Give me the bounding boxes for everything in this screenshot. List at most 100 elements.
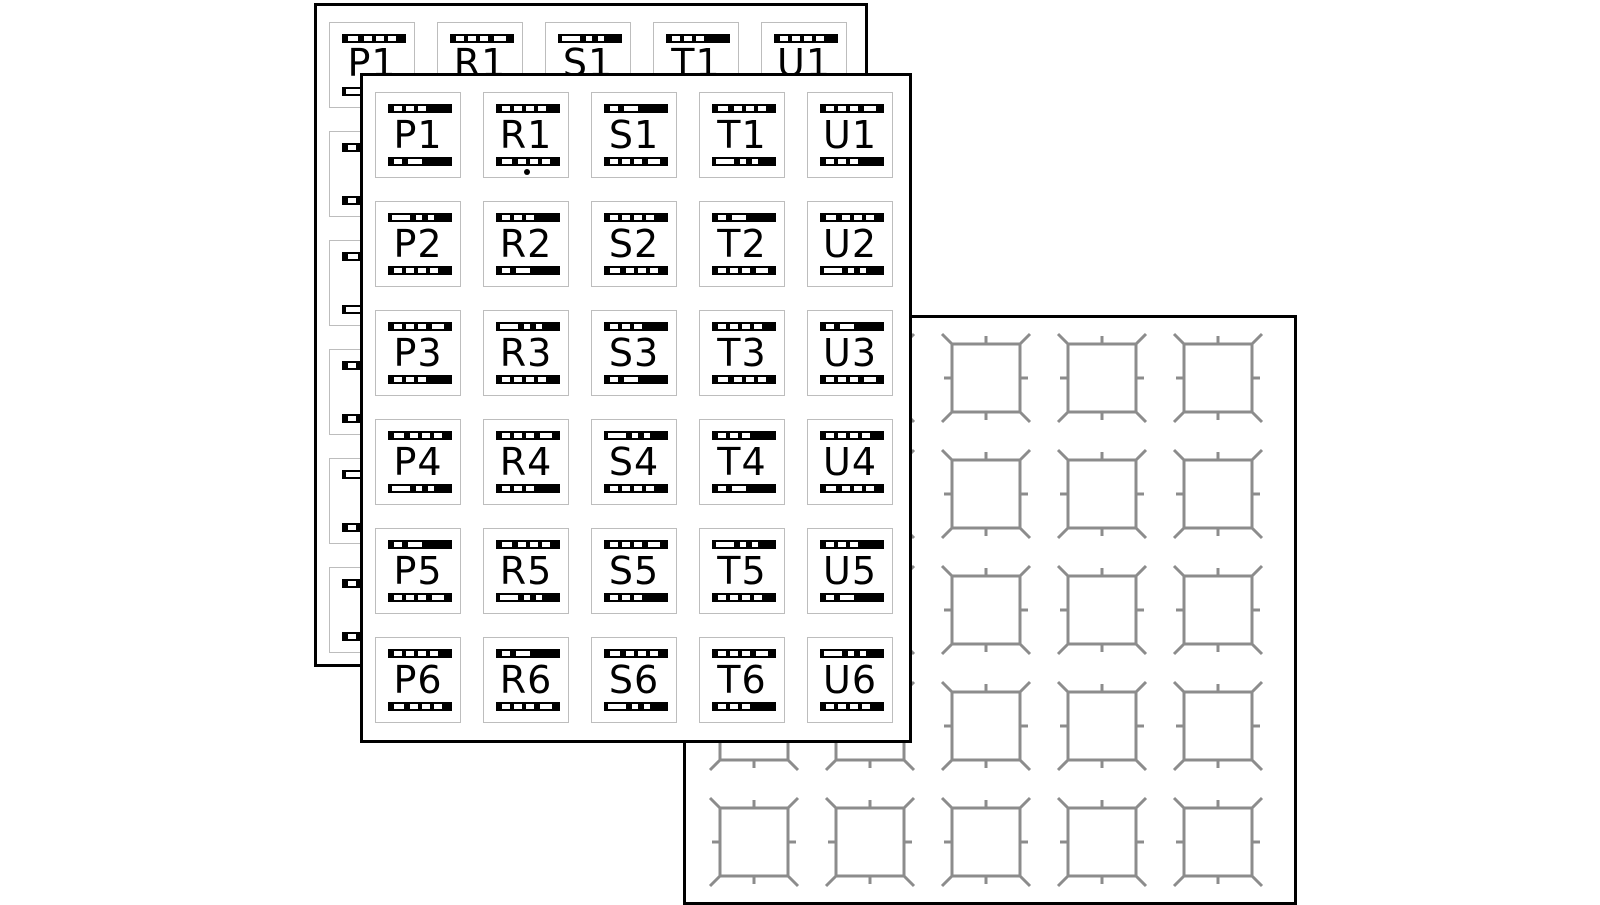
label-code-bar [496,104,560,113]
label-code-bar [712,213,776,222]
label-text: U2 [823,222,877,266]
label-text: S1 [608,113,660,157]
label-tile[interactable]: S6 [591,637,677,723]
empty-mount-slot[interactable] [1172,680,1264,772]
empty-mount-slot[interactable] [1056,564,1148,656]
label-code-bar [604,702,668,711]
label-tile[interactable]: P4 [375,419,461,505]
empty-mount-slot[interactable] [708,796,800,888]
label-tile[interactable]: S2 [591,201,677,287]
empty-mount-slot[interactable] [940,564,1032,656]
label-text: U6 [823,658,877,702]
label-tile[interactable]: R4 [483,419,569,505]
empty-mount-slot[interactable] [1056,680,1148,772]
label-tile[interactable]: U1 [807,92,893,178]
label-code-bar [712,375,776,384]
label-code-bar [774,34,838,43]
label-code-bar [712,104,776,113]
label-code-bar [604,649,668,658]
empty-mount-slot[interactable] [1056,332,1148,424]
label-code-bar [712,484,776,493]
label-tile[interactable]: P5 [375,528,461,614]
label-tile[interactable]: U4 [807,419,893,505]
label-tile[interactable]: R3 [483,310,569,396]
label-text: R1 [499,113,553,157]
label-code-bar [820,375,884,384]
label-code-bar [666,34,730,43]
label-tile[interactable]: S1 [591,92,677,178]
label-tile[interactable]: U5 [807,528,893,614]
label-tile[interactable]: U3 [807,310,893,396]
label-tile[interactable]: S4 [591,419,677,505]
label-code-bar [496,157,560,166]
label-tile[interactable]: P1 [375,92,461,178]
label-code-bar [712,322,776,331]
label-code-bar [388,593,452,602]
label-tile[interactable]: T3 [699,310,785,396]
empty-mount-slot[interactable] [940,448,1032,540]
label-tile[interactable]: U2 [807,201,893,287]
label-tile[interactable]: P6 [375,637,461,723]
label-code-bar [820,322,884,331]
label-tile[interactable]: R5 [483,528,569,614]
label-tile[interactable]: U6 [807,637,893,723]
label-code-bar [388,540,452,549]
label-code-bar [820,104,884,113]
label-tile[interactable]: S5 [591,528,677,614]
label-tile[interactable]: T2 [699,201,785,287]
label-code-bar [496,431,560,440]
label-text: S6 [608,658,660,702]
label-text: U1 [823,113,877,157]
label-text: U4 [823,440,877,484]
label-tile[interactable]: T1 [699,92,785,178]
label-text: T5 [717,549,767,593]
label-code-bar [820,702,884,711]
label-text: U5 [823,549,877,593]
label-code-bar [604,484,668,493]
empty-mount-slot[interactable] [1056,448,1148,540]
label-code-bar [604,213,668,222]
label-code-bar [388,649,452,658]
label-code-bar [712,593,776,602]
label-tile[interactable]: T4 [699,419,785,505]
label-code-bar [496,266,560,275]
label-text: R3 [499,331,553,375]
empty-mount-slot[interactable] [1172,564,1264,656]
label-code-bar [712,702,776,711]
label-tile[interactable]: P2 [375,201,461,287]
empty-mount-slot[interactable] [1056,796,1148,888]
label-code-bar [388,266,452,275]
label-text: T4 [717,440,767,484]
label-code-bar [820,649,884,658]
empty-mount-slot[interactable] [940,680,1032,772]
label-code-bar [820,266,884,275]
label-code-bar [388,157,452,166]
label-tile[interactable]: R6 [483,637,569,723]
label-code-bar [820,593,884,602]
label-code-bar [604,431,668,440]
empty-mount-slot[interactable] [1172,332,1264,424]
label-text: R5 [499,549,553,593]
label-code-bar [496,702,560,711]
label-text: U3 [823,331,877,375]
label-code-bar [604,266,668,275]
empty-mount-slot[interactable] [940,796,1032,888]
empty-mount-slot[interactable] [940,332,1032,424]
empty-mount-slot[interactable] [824,796,916,888]
label-tile[interactable]: P3 [375,310,461,396]
label-code-bar [604,322,668,331]
label-code-bar [712,649,776,658]
label-text: P6 [393,658,443,702]
label-tile[interactable]: R2 [483,201,569,287]
label-text: P1 [393,113,443,157]
label-tile[interactable]: S3 [591,310,677,396]
label-code-bar [496,593,560,602]
empty-mount-slot[interactable] [1172,796,1264,888]
label-text: P4 [393,440,443,484]
empty-mount-slot[interactable] [1172,448,1264,540]
label-tile[interactable]: T6 [699,637,785,723]
label-code-bar [388,375,452,384]
label-tile[interactable]: R1 [483,92,569,178]
label-tile[interactable]: T5 [699,528,785,614]
